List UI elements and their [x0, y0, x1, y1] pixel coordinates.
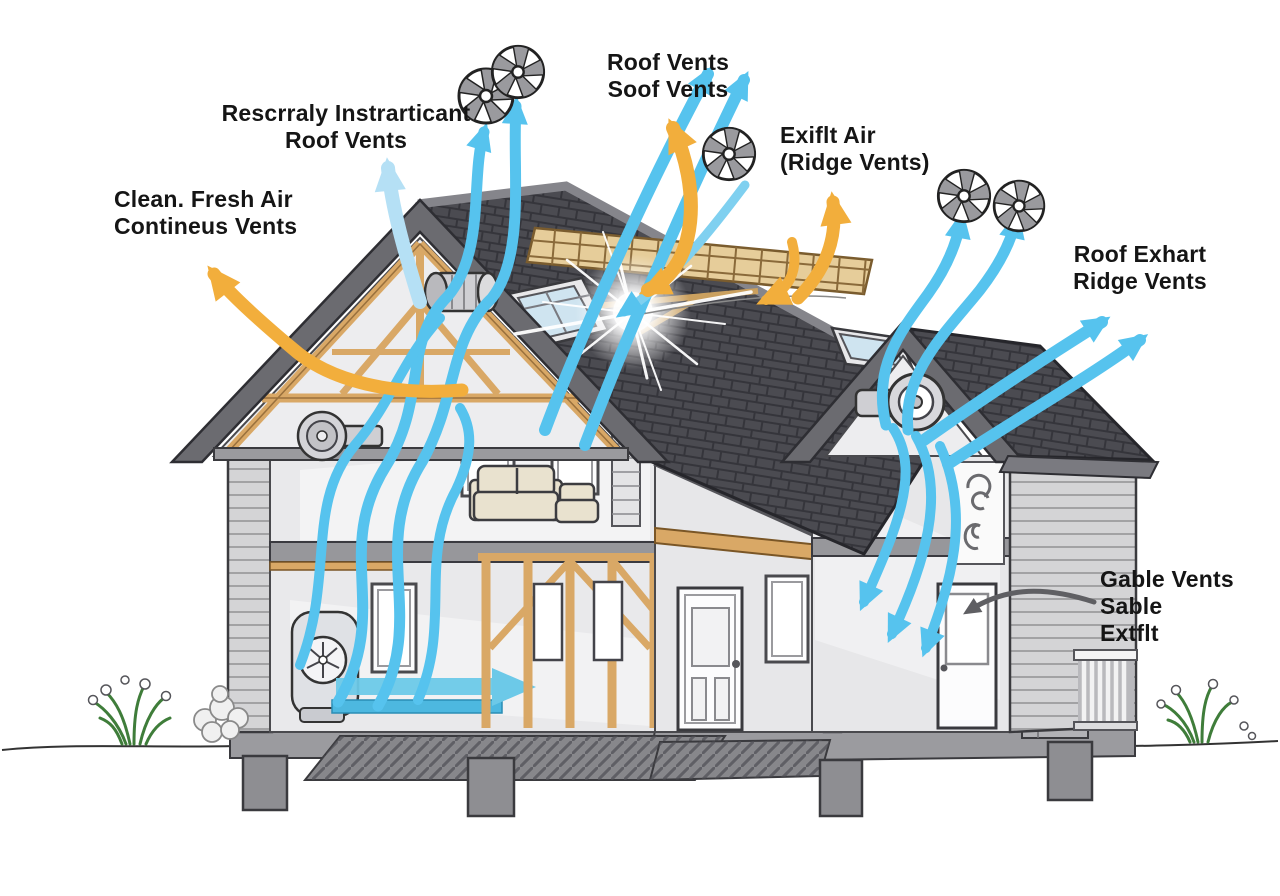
turbine-fan-icon — [990, 177, 1046, 233]
annotation-clean-fresh-air: Clean. Fresh Air Contineus Vents — [114, 186, 297, 240]
airflow-arrow-blue — [920, 441, 961, 658]
porch-railing — [1073, 649, 1138, 731]
eave-strip — [998, 454, 1160, 480]
annotation-line: Contineus Vents — [114, 213, 298, 239]
turbine-fan-icon — [934, 166, 992, 224]
annotation-line: Soof Vents — [607, 76, 729, 102]
airflow-arrow-blue — [918, 316, 1111, 446]
exhaust-arrow-orange — [791, 191, 852, 305]
annotation-line: Roof Vents — [284, 127, 408, 153]
left-exterior-siding — [226, 417, 274, 734]
foundation — [229, 687, 1136, 818]
door-knob — [940, 664, 948, 672]
front-door — [676, 586, 744, 732]
airflow-arrow-blue — [413, 403, 475, 705]
airflow-arrow-blue — [887, 431, 937, 644]
gable-fascia — [169, 198, 671, 464]
annotation-line: Gable Vents — [1100, 566, 1234, 592]
airflow-arrow-blue — [942, 334, 1149, 470]
annotation-line: Exiflt Air — [780, 122, 876, 148]
turbine-fan-icon — [488, 42, 546, 100]
annotation-line: Roof Exhart — [1073, 241, 1207, 267]
left-gable — [169, 198, 671, 464]
plant-left — [87, 675, 172, 746]
annotation-line: Clean. Fresh Air — [114, 186, 293, 212]
sofa — [468, 464, 564, 522]
annotation-exit-air: Exiflt Air (Ridge Vents) — [780, 122, 930, 176]
exhaust-arrow-orange — [756, 237, 800, 305]
plant-right — [1156, 678, 1257, 744]
door-knob — [732, 660, 740, 668]
annotation-line: Sable — [1100, 593, 1163, 619]
guide-line — [641, 295, 847, 315]
attic-trusses-outline — [227, 242, 619, 453]
annotation-line: Ridge Vents — [1073, 268, 1207, 294]
annotation-intake-roof-vents: Rescrraly Instrarticant Roof Vents — [185, 100, 507, 154]
annotation-line: (Ridge Vents) — [780, 149, 930, 175]
turbine-fan-icon — [699, 124, 757, 182]
exhaust-arrow-orange — [638, 118, 698, 297]
foundation-piers — [241, 740, 1094, 818]
annotation-roof-exhaust: Roof Exhart Ridge Vents — [1072, 241, 1208, 295]
exhaust-arrow-orange — [207, 265, 469, 398]
center-window — [764, 574, 810, 664]
airflow-arrow-pale — [374, 157, 427, 309]
armchair — [554, 482, 600, 524]
annotation-gable-vents: Gable Vents Sable Extflt — [1100, 566, 1234, 647]
airflow-arrow-blue — [876, 210, 971, 431]
annotation-line: Extflt — [1100, 620, 1159, 646]
airflow-arrow-blue — [295, 313, 445, 670]
bush-left — [193, 685, 249, 743]
exhaust-arrows-orange — [207, 118, 852, 398]
airflow-arrow-blue — [859, 423, 911, 612]
annotation-line: Rescrraly Instrarticant — [221, 100, 471, 126]
floor-joist-wood — [269, 561, 401, 571]
crawlspace-deck — [302, 735, 832, 782]
right-door — [936, 582, 998, 730]
airflow-arrow-blue — [901, 210, 1025, 436]
label-pointer-arrow — [963, 588, 1097, 615]
framed-window — [532, 580, 624, 662]
annotation-line: Roof Vents — [606, 49, 730, 75]
annotation-roof-vents: Roof Vents Soof Vents — [600, 49, 736, 103]
